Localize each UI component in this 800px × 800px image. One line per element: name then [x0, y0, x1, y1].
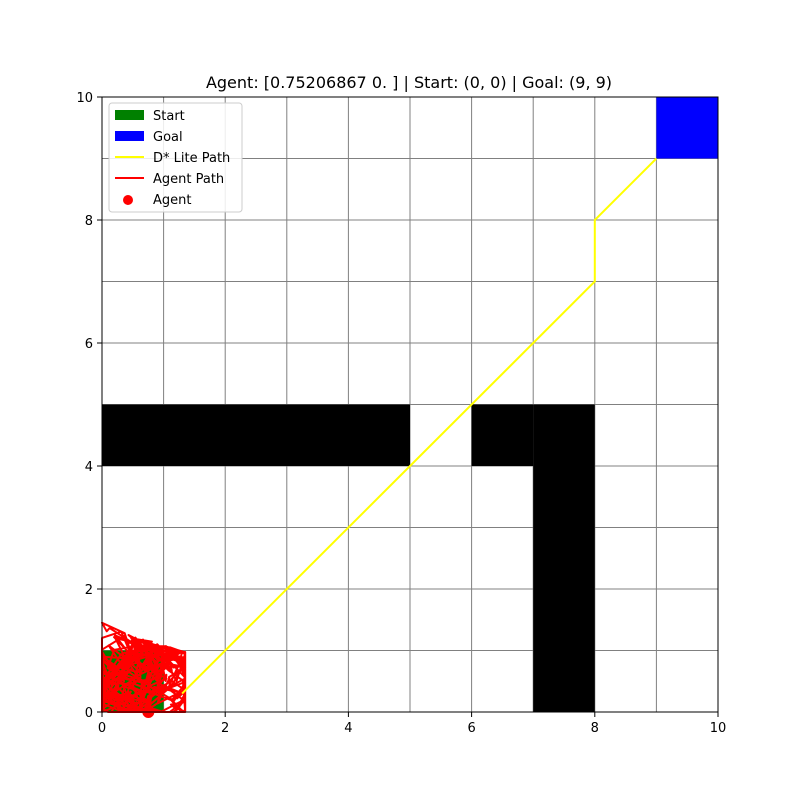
y-tick-label: 6 [85, 337, 93, 352]
legend-label-4: Agent [153, 193, 191, 208]
plot-frame [101, 96, 719, 713]
obstacle-2 [533, 404, 595, 712]
obstacle-0 [102, 404, 410, 466]
y-tick-label: 2 [85, 583, 93, 598]
y-tick-label: 0 [85, 706, 93, 721]
legend-label-3: Agent Path [153, 172, 224, 187]
y-tick-label: 10 [76, 91, 93, 106]
chart-title: Agent: [0.75206867 0. ] | Start: (0, 0) … [206, 73, 612, 92]
x-tick-label: 2 [221, 721, 229, 736]
legend-label-2: D* Lite Path [153, 151, 230, 166]
y-tick-label: 4 [85, 460, 93, 475]
legend-swatch-4 [123, 195, 133, 205]
legend-label-0: Start [153, 109, 185, 124]
legend-box [108, 102, 243, 213]
legend-swatch-1 [115, 131, 144, 141]
obstacle-1 [471, 404, 534, 466]
agent-path-line [101, 621, 187, 713]
legend-label-1: Goal [153, 130, 183, 145]
x-tick-label: 0 [98, 721, 106, 736]
y-tick-label: 8 [85, 214, 93, 229]
x-tick-label: 8 [591, 721, 599, 736]
x-tick-label: 4 [344, 721, 352, 736]
obstacles [102, 404, 595, 712]
dstar-lite-path [181, 157, 658, 695]
goal-cell [656, 97, 718, 159]
x-tick-label: 6 [467, 721, 475, 736]
axis-ticks: 0 2 4 6 8 10 0 2 4 6 8 10 [76, 91, 726, 736]
legend-swatch-0 [115, 110, 144, 120]
dstar-path-line [181, 157, 658, 695]
x-tick-label: 10 [710, 721, 727, 736]
